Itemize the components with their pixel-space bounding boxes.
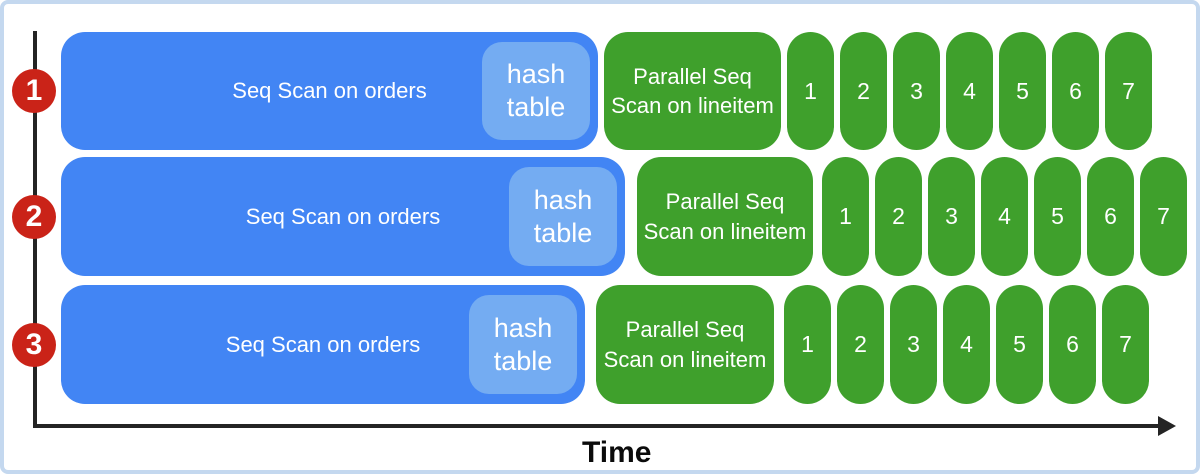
- worker-box: 2: [837, 285, 884, 404]
- worker-box: 4: [943, 285, 990, 404]
- worker-box: 1: [822, 157, 869, 276]
- worker-box: 6: [1052, 32, 1099, 150]
- timeline-row-2: 2 Seq Scan on orders hash table Parallel…: [4, 157, 1196, 276]
- parallel-label-line1: Parallel Seq: [633, 63, 752, 89]
- step-badge-3: 3: [12, 322, 56, 367]
- time-axis-line: [33, 424, 1161, 428]
- parallel-label-line2: Scan on lineitem: [643, 218, 807, 244]
- hash-table-box: hash table: [469, 295, 577, 394]
- seq-scan-label: Seq Scan on orders: [245, 203, 441, 229]
- hash-table-box: hash table: [509, 167, 617, 266]
- parallel-seq-scan-box: Parallel Seq Scan on lineitem: [596, 285, 774, 404]
- seq-scan-box: Seq Scan on orders hash table: [61, 157, 625, 276]
- worker-box: 5: [999, 32, 1046, 150]
- hash-label-line2: table: [506, 92, 566, 122]
- worker-box: 4: [946, 32, 993, 150]
- hash-label-line1: hash: [533, 184, 593, 215]
- time-axis-arrowhead-icon: [1158, 416, 1176, 436]
- worker-box: 7: [1105, 32, 1152, 150]
- hash-label-line1: hash: [506, 59, 566, 90]
- parallel-label-line1: Parallel Seq: [665, 189, 785, 215]
- worker-group: 1 2 3 4 5 6 7: [787, 32, 1152, 150]
- step-number: 1: [25, 74, 43, 107]
- seq-scan-box: Seq Scan on orders hash table: [61, 285, 585, 404]
- hash-table-box: hash table: [482, 42, 590, 140]
- hash-label-line2: table: [533, 217, 593, 248]
- worker-box: 3: [890, 285, 937, 404]
- worker-box: 4: [981, 157, 1028, 276]
- worker-box: 1: [787, 32, 834, 150]
- worker-box: 5: [1034, 157, 1081, 276]
- parallel-label-line1: Parallel Seq: [625, 317, 745, 343]
- parallel-seq-scan-box: Parallel Seq Scan on lineitem: [637, 157, 813, 276]
- worker-box: 3: [928, 157, 975, 276]
- worker-box: 7: [1102, 285, 1149, 404]
- parallel-label-line2: Scan on lineitem: [611, 93, 774, 118]
- worker-box: 3: [893, 32, 940, 150]
- time-axis-label: Time: [582, 436, 652, 469]
- seq-scan-label: Seq Scan on orders: [225, 331, 421, 357]
- worker-box: 6: [1087, 157, 1134, 276]
- parallel-label-line2: Scan on lineitem: [603, 346, 767, 372]
- step-badge-1: 1: [12, 69, 56, 113]
- timeline-row-1: 1 Seq Scan on orders hash table Parallel…: [4, 32, 1196, 150]
- step-badge-2: 2: [12, 194, 56, 239]
- worker-box: 7: [1140, 157, 1187, 276]
- worker-box: 2: [840, 32, 887, 150]
- seq-scan-label: Seq Scan on orders: [232, 78, 427, 103]
- worker-box: 6: [1049, 285, 1096, 404]
- worker-box: 2: [875, 157, 922, 276]
- worker-box: 5: [996, 285, 1043, 404]
- hash-label-line2: table: [493, 345, 553, 376]
- step-number: 3: [25, 327, 43, 361]
- worker-box: 1: [784, 285, 831, 404]
- seq-scan-box: Seq Scan on orders hash table: [61, 32, 598, 150]
- timeline-row-3: 3 Seq Scan on orders hash table Parallel…: [4, 285, 1196, 404]
- step-number: 2: [25, 199, 43, 233]
- hash-label-line1: hash: [493, 312, 553, 343]
- parallel-seq-scan-box: Parallel Seq Scan on lineitem: [604, 32, 781, 150]
- worker-group: 1 2 3 4 5 6 7: [784, 285, 1149, 404]
- worker-group: 1 2 3 4 5 6 7: [822, 157, 1187, 276]
